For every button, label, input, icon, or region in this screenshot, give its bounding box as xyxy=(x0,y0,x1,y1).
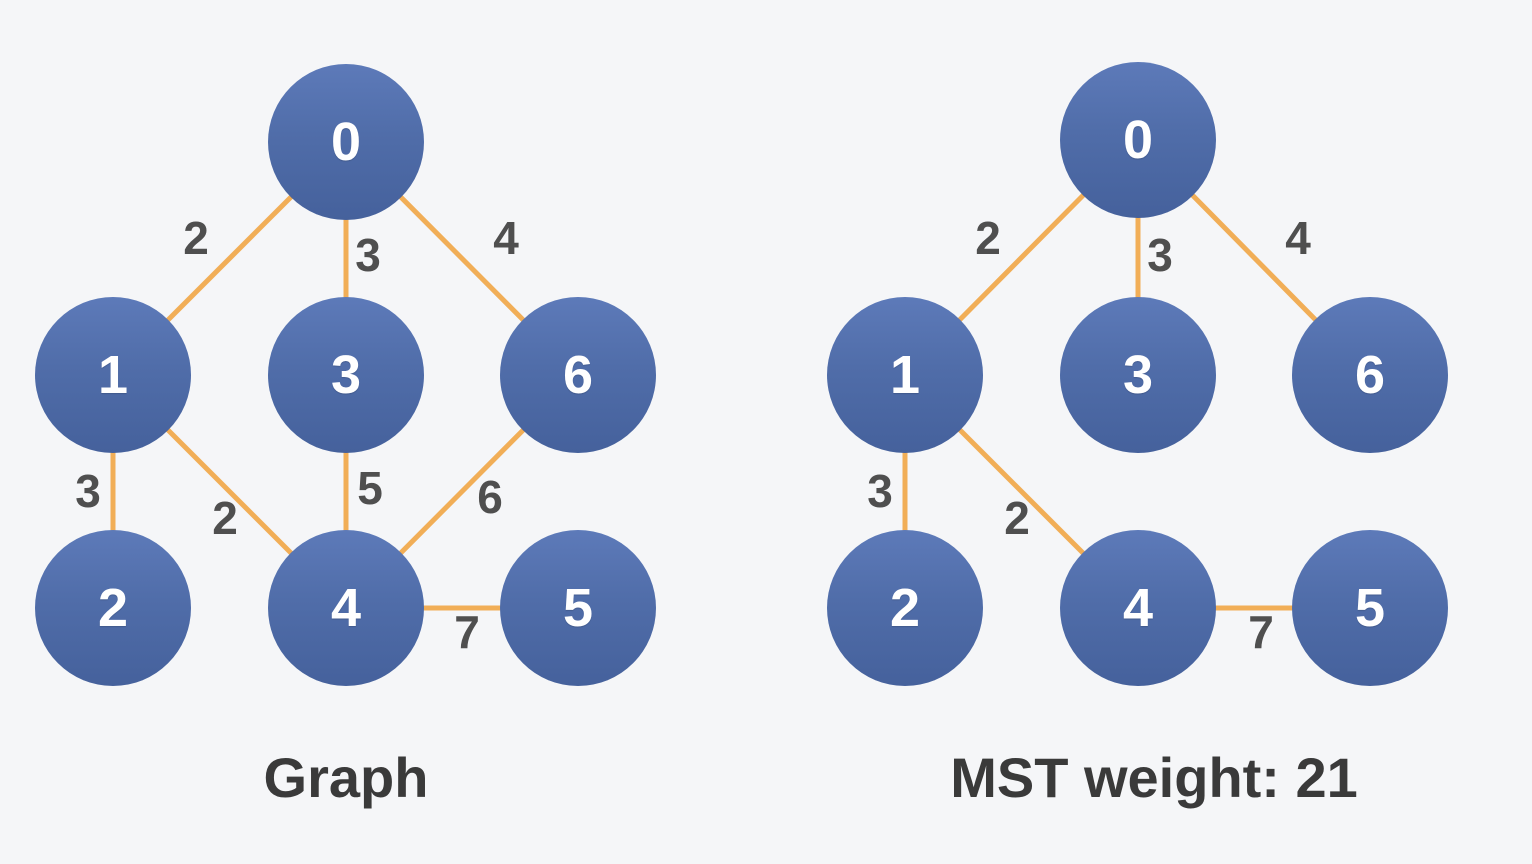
node-label: 2 xyxy=(97,578,129,638)
edge-weight-mst-0-6: 4 xyxy=(1285,212,1311,264)
mst-weight-caption: MST weight: 21 xyxy=(950,746,1358,809)
node-label: 3 xyxy=(1122,345,1154,405)
node-label: 1 xyxy=(889,345,921,405)
node-label: 4 xyxy=(330,578,362,638)
edge-weight-graph-4-5: 7 xyxy=(454,606,480,658)
node-label: 4 xyxy=(1122,578,1154,638)
node-graph-4: 4 xyxy=(268,530,424,686)
node-label: 5 xyxy=(562,578,594,638)
node-label: 3 xyxy=(330,345,362,405)
node-mst-2: 2 xyxy=(827,530,983,686)
edge-weight-mst-1-2: 3 xyxy=(867,465,893,517)
edge-weight-graph-3-4: 5 xyxy=(357,462,383,514)
node-graph-3: 3 xyxy=(268,297,424,453)
node-label: 2 xyxy=(889,578,921,638)
node-mst-1: 1 xyxy=(827,297,983,453)
node-mst-0: 0 xyxy=(1060,62,1216,218)
node-label: 6 xyxy=(562,345,594,405)
node-mst-3: 3 xyxy=(1060,297,1216,453)
edge-weight-mst-0-1: 2 xyxy=(975,212,1001,264)
edge-weight-graph-0-6: 4 xyxy=(493,212,519,264)
node-label: 6 xyxy=(1354,345,1386,405)
node-label: 0 xyxy=(330,112,362,172)
edge-weight-graph-1-4: 2 xyxy=(212,492,238,544)
edge-weight-mst-0-3: 3 xyxy=(1147,229,1173,281)
node-graph-1: 1 xyxy=(35,297,191,453)
edge-weight-graph-1-2: 3 xyxy=(75,465,101,517)
node-graph-6: 6 xyxy=(500,297,656,453)
node-label: 0 xyxy=(1122,110,1154,170)
edge-weight-graph-0-1: 2 xyxy=(183,212,209,264)
edge-weight-mst-1-4: 2 xyxy=(1004,492,1030,544)
node-graph-2: 2 xyxy=(35,530,191,686)
node-label: 5 xyxy=(1354,578,1386,638)
edge-weight-graph-6-4: 6 xyxy=(477,471,503,523)
edge-weight-graph-0-3: 3 xyxy=(355,229,381,281)
edge-weight-mst-4-5: 7 xyxy=(1248,606,1274,658)
node-graph-0: 0 xyxy=(268,64,424,220)
node-mst-4: 4 xyxy=(1060,530,1216,686)
node-mst-5: 5 xyxy=(1292,530,1448,686)
node-mst-6: 6 xyxy=(1292,297,1448,453)
node-graph-5: 5 xyxy=(500,530,656,686)
node-label: 1 xyxy=(97,345,129,405)
graph-caption: Graph xyxy=(263,746,429,809)
